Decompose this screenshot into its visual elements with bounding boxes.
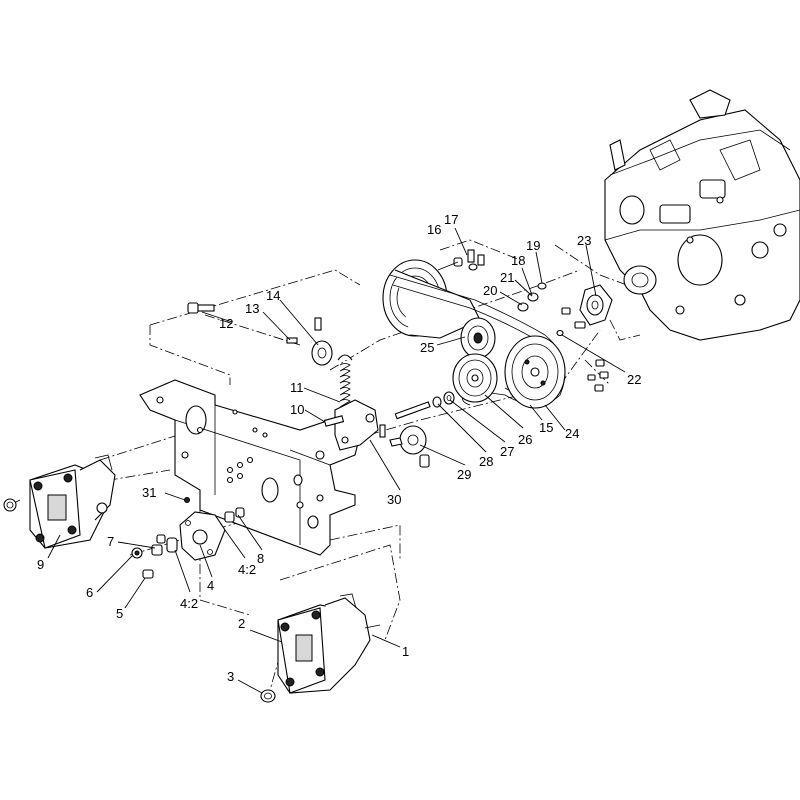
callout-4-2-lower: 4:2 — [180, 596, 198, 611]
callout-18: 18 — [511, 253, 525, 268]
callout-6: 6 — [86, 585, 93, 600]
idler-mount-bracket — [131, 497, 245, 579]
shaft-bolts — [394, 391, 455, 420]
hardware-16-22 — [453, 249, 586, 337]
callout-30: 30 — [387, 492, 401, 507]
center-pulley — [460, 317, 496, 359]
callout-1: 1 — [402, 644, 409, 659]
callout-9: 9 — [37, 557, 44, 572]
right-large-pulley — [504, 335, 566, 409]
callout-4-2-upper: 4:2 — [238, 562, 256, 577]
callout-28: 28 — [479, 454, 493, 469]
callout-7: 7 — [107, 534, 114, 549]
lower-hydraulic-pump — [260, 593, 381, 703]
engine-block — [604, 89, 800, 341]
callout-26: 26 — [518, 432, 532, 447]
callout-23: 23 — [577, 233, 591, 248]
tension-spring-and-arm — [315, 354, 386, 460]
callout-5: 5 — [116, 606, 123, 621]
callout-16: 16 — [427, 222, 441, 237]
callout-15: 15 — [539, 420, 553, 435]
callout-2: 2 — [238, 616, 245, 631]
callout-14: 14 — [266, 288, 280, 303]
left-hydraulic-pump — [3, 454, 116, 549]
callout-31: 31 — [142, 485, 156, 500]
large-drive-pulley — [382, 259, 481, 339]
callout-13: 13 — [245, 301, 259, 316]
callout-19: 19 — [526, 238, 540, 253]
callout-8: 8 — [257, 551, 264, 566]
leader-lines — [47, 227, 626, 694]
callout-10: 10 — [290, 402, 304, 417]
idler-pulley-upper — [286, 317, 333, 366]
callout-27: 27 — [500, 444, 514, 459]
callout-25: 25 — [420, 340, 434, 355]
callout-22: 22 — [627, 372, 641, 387]
callout-24: 24 — [565, 426, 579, 441]
idler-pulley-lower — [389, 425, 430, 468]
callout-4: 4 — [207, 578, 214, 593]
callout-17: 17 — [444, 212, 458, 227]
callout-20: 20 — [483, 283, 497, 298]
frame-plate — [139, 379, 361, 556]
callout-29: 29 — [457, 467, 471, 482]
callout-11: 11 — [290, 380, 304, 395]
engine-hub — [579, 284, 613, 392]
mid-pulley — [452, 353, 498, 403]
callout-3: 3 — [227, 669, 234, 684]
bolt-12 — [187, 302, 215, 314]
callout-12: 12 — [219, 316, 233, 331]
callout-labels: 1 2 3 4 4:2 4:2 5 6 7 8 9 10 11 12 13 14… — [37, 212, 641, 684]
callout-21: 21 — [500, 270, 514, 285]
